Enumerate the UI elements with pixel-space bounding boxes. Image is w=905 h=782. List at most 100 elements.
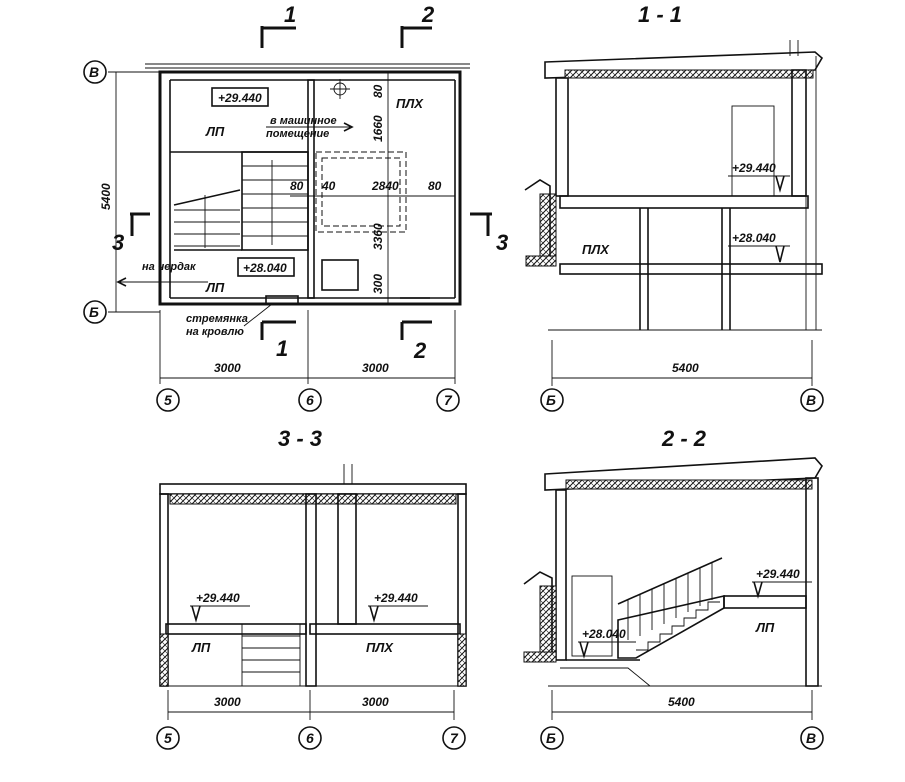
plan-dim-3360: 3360 bbox=[371, 223, 385, 250]
sec22-parapet bbox=[523, 571, 553, 660]
sec22-axis-left-circle bbox=[540, 726, 564, 750]
cut-2-top-label: 2 bbox=[421, 2, 435, 27]
sec33-axis-7: 7 bbox=[450, 730, 459, 746]
sec22-roof-insulation bbox=[565, 479, 813, 490]
plan-arrow-machine-head bbox=[343, 122, 354, 132]
plan-hatch bbox=[321, 259, 359, 291]
cut-3-left-label: 3 bbox=[112, 230, 124, 255]
sec11-roof-insulation bbox=[564, 69, 814, 79]
cut-1-bottom-label: 1 bbox=[276, 336, 288, 361]
cut-3-right-marker bbox=[470, 212, 492, 236]
plan-stair-treads bbox=[173, 160, 308, 251]
sec33-floor-left bbox=[165, 623, 307, 635]
plan-axis-7: 7 bbox=[444, 392, 453, 408]
cut-1-bottom-marker bbox=[260, 320, 296, 340]
sec33-shaft-wall bbox=[337, 493, 357, 625]
plan-dim-80b: 80 bbox=[290, 179, 304, 193]
plan-dim-80a: 80 bbox=[371, 84, 385, 98]
sec33-roof-slab bbox=[159, 483, 467, 495]
cut-2-bottom-label: 2 bbox=[413, 338, 427, 363]
sec33-axis-5-circle bbox=[156, 726, 180, 750]
sec22-left-wall bbox=[555, 489, 567, 661]
sec33-elev-marker-right bbox=[369, 605, 379, 623]
plan-room-plkh: ПЛХ bbox=[396, 96, 424, 111]
plan-axis-b-circle bbox=[83, 300, 107, 324]
sec33-elev-marker-left bbox=[191, 605, 201, 623]
sec33-axis-5: 5 bbox=[164, 730, 172, 746]
cut-1-top-marker bbox=[260, 26, 296, 48]
sec22-landing bbox=[723, 595, 807, 609]
sec11-roof bbox=[544, 51, 824, 79]
plan-stair-flight bbox=[241, 151, 309, 251]
sec22-left-insulation bbox=[539, 585, 557, 659]
plan-dim-3000a: 3000 bbox=[214, 361, 241, 375]
plan-note-machine-2: помещение bbox=[266, 128, 329, 140]
plan-axis-v-circle bbox=[83, 60, 107, 84]
sec22-stair-flight bbox=[617, 594, 725, 659]
sec11-axis-left: Б bbox=[546, 392, 556, 408]
sec22-lower-roof-insul bbox=[523, 651, 557, 663]
cut-2-top-marker bbox=[400, 26, 432, 48]
floor-plan: +29.440 +28.040 ЛП ЛП ПЛХ в машинное пом… bbox=[83, 2, 508, 412]
plan-elev-bottom: +28.040 bbox=[243, 261, 287, 275]
sec33-elev-right: +29.440 bbox=[374, 591, 418, 605]
plan-note-attic: на чердак bbox=[142, 261, 197, 273]
sec11-elev-marker-top bbox=[775, 175, 785, 193]
sec22-stair-steps bbox=[636, 601, 720, 651]
sec11-lower-roof-insul bbox=[525, 255, 557, 267]
plan-dim-1660: 1660 bbox=[371, 115, 385, 142]
sec22-axis-right: В bbox=[806, 730, 816, 746]
sec22-axis-right-circle bbox=[800, 726, 824, 750]
plan-axis-b: Б bbox=[89, 304, 99, 320]
sec22-railing bbox=[617, 557, 723, 640]
sec33-dim-a: 3000 bbox=[214, 695, 241, 709]
plan-dim-40: 40 bbox=[321, 179, 336, 193]
section-1-1: 1 - 1 +29.440 +28.040 ПЛХ bbox=[524, 2, 824, 412]
plan-outer-wall bbox=[158, 70, 462, 306]
plan-axis-6: 6 bbox=[306, 392, 314, 408]
sec11-axis-right-circle bbox=[800, 388, 824, 412]
plan-note-machine-1: в машинное bbox=[270, 115, 337, 127]
plan-shaft-inner bbox=[321, 157, 401, 227]
plan-shaft-outline bbox=[315, 151, 407, 233]
cut-2-bottom-marker bbox=[400, 320, 432, 340]
sec11-dim: 5400 bbox=[672, 361, 699, 375]
sec11-left-wall bbox=[555, 77, 569, 197]
plan-elev-top: +29.440 bbox=[218, 91, 262, 105]
sec22-axis-left: Б bbox=[546, 730, 556, 746]
sec11-elev-marker-bottom bbox=[775, 245, 785, 263]
sec11-elev-top: +29.440 bbox=[732, 161, 776, 175]
sec11-parapet bbox=[524, 179, 551, 264]
sec33-axis-6: 6 bbox=[306, 730, 314, 746]
plan-axis-5-circle bbox=[156, 388, 180, 412]
plan-axis-6-circle bbox=[298, 388, 322, 412]
sec11-door bbox=[731, 105, 775, 197]
plan-leader-ladder bbox=[243, 303, 273, 327]
cut-3-left-marker bbox=[130, 212, 150, 236]
sec11-title: 1 - 1 bbox=[638, 2, 682, 27]
sec11-lower-slab bbox=[559, 263, 823, 275]
plan-note-ladder-2: на кровлю bbox=[186, 326, 244, 338]
sec33-axis-7-circle bbox=[442, 726, 466, 750]
plan-note-ladder-1: стремянка bbox=[186, 313, 248, 325]
sec22-lower-floor bbox=[560, 667, 651, 687]
sec33-right-insul bbox=[457, 633, 467, 687]
sec22-elev-marker-top bbox=[753, 581, 763, 599]
sec11-left-insulation bbox=[539, 193, 557, 265]
sec22-door bbox=[571, 575, 613, 657]
sec22-roof bbox=[544, 457, 823, 491]
sec33-title: 3 - 3 bbox=[278, 426, 322, 451]
plan-dim-5400: 5400 bbox=[99, 183, 113, 210]
sec33-axis-6-circle bbox=[298, 726, 322, 750]
sec33-mid-wall bbox=[305, 493, 317, 687]
sec33-room-left: ЛП bbox=[191, 640, 211, 655]
sec11-room: ПЛХ bbox=[582, 242, 610, 257]
plan-axis-5: 5 bbox=[164, 392, 172, 408]
sec22-dim: 5400 bbox=[668, 695, 695, 709]
cut-1-top-label: 1 bbox=[284, 2, 296, 27]
sec11-floor-slab bbox=[559, 195, 809, 209]
sec33-roof-insulation bbox=[169, 493, 457, 505]
plan-elev-box-top bbox=[211, 87, 269, 107]
sec11-axis-left-circle bbox=[540, 388, 564, 412]
